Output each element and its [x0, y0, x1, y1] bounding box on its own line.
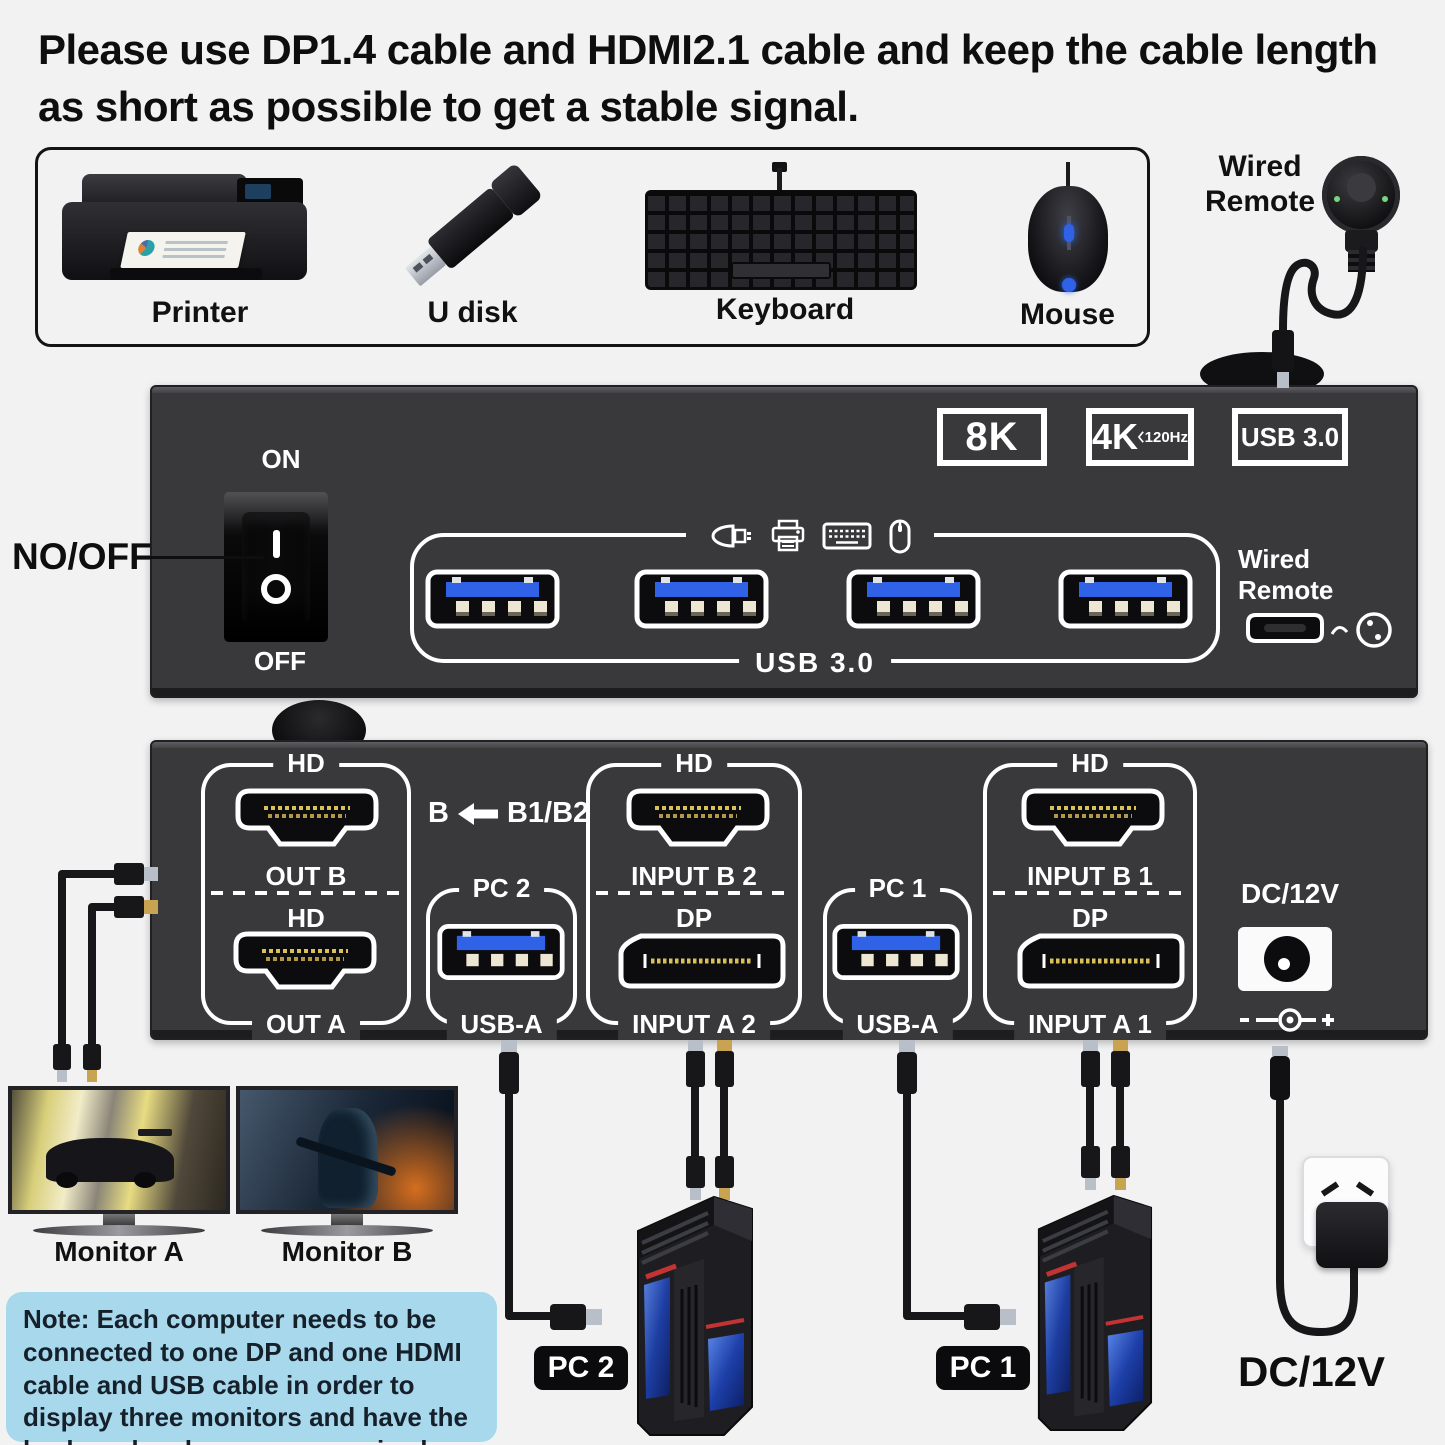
pc1-usb-label: USB-A	[842, 1009, 953, 1040]
routing-label: B B1/B2	[428, 797, 590, 829]
page-title: Please use DP1.4 cable and HDMI2.1 cable…	[38, 26, 1378, 130]
usb-port-pc2	[437, 924, 565, 980]
out-group-bracket: HD OUT B HD OUT A	[201, 748, 411, 1040]
input1-divider	[993, 891, 1187, 895]
note-box: Note: Each computer needs to be connecte…	[6, 1292, 497, 1445]
input-b1-hd-label: HD	[1057, 748, 1123, 779]
input-a2-dp-label: DP	[675, 903, 713, 933]
switch-off-label: OFF	[254, 646, 306, 676]
hdmi-port-out-b	[235, 788, 379, 847]
input-b2-hd-label: HD	[661, 748, 727, 779]
dc-port-label: DC/12V	[1240, 878, 1340, 909]
remote-button-icon	[1322, 156, 1400, 234]
input-a1-label: INPUT A 1	[1014, 1009, 1166, 1040]
mouse-icon	[889, 519, 911, 554]
printer-icon	[771, 519, 805, 552]
pc1-group-bracket: PC 1 USB-A	[823, 873, 972, 1040]
wired-remote-icon	[1330, 612, 1392, 648]
input-a1-dp-label: DP	[1071, 903, 1109, 933]
usb-group-label: USB 3.0	[739, 647, 891, 679]
usb-disk-image	[390, 162, 560, 295]
pc1-tower-image	[1037, 1194, 1153, 1432]
mouse-image	[1026, 162, 1110, 292]
chevron-left-icon	[1138, 431, 1144, 443]
keyboard-label: Keyboard	[715, 293, 855, 326]
power-on-mark	[273, 530, 280, 558]
out-a-hd-label: HD	[287, 903, 325, 933]
device-icons-row	[686, 513, 934, 559]
power-switch	[224, 492, 328, 642]
out-b-hd-label: HD	[273, 748, 339, 779]
monitor-a-image	[8, 1086, 230, 1241]
printer-image	[52, 158, 317, 293]
pc2-badge: PC 2	[534, 1346, 628, 1390]
pc2-label: PC 2	[458, 873, 545, 904]
udisk-label: U disk	[427, 296, 518, 329]
power-callout: NO/OFF	[12, 536, 152, 577]
mouse-label: Mouse	[1019, 298, 1115, 331]
usb-group-bracket: USB 3.0	[410, 513, 1220, 679]
monitor-b-label: Monitor B	[281, 1236, 413, 1267]
power-off-mark	[261, 574, 291, 604]
keyboard-icon	[822, 522, 872, 550]
out-a-label: OUT A	[252, 1009, 360, 1040]
keyboard-image	[645, 162, 917, 292]
usb3-port-2	[634, 569, 769, 629]
switch-on-label: ON	[261, 444, 301, 474]
dp-port-input-a2	[618, 933, 786, 989]
power-adapter-image	[1316, 1202, 1388, 1268]
pc2-usb-label: USB-A	[446, 1009, 557, 1040]
input1-group-bracket: HD INPUT B 1 DP INPUT A 1	[983, 748, 1197, 1040]
pc2-tower-image	[637, 1195, 753, 1436]
input-b1-label: INPUT B 1	[1027, 861, 1153, 891]
usb-disk-icon	[711, 524, 751, 548]
power-rocker	[242, 512, 310, 624]
hdmi-port-out-a	[233, 931, 377, 990]
usb3-port-4	[1058, 569, 1193, 629]
usb3-port-1	[425, 569, 560, 629]
input-a2-label: INPUT A 2	[618, 1009, 770, 1040]
monitor-b-image	[236, 1086, 458, 1241]
micro-usb-port	[1246, 613, 1324, 643]
monitor-a-label: Monitor A	[54, 1236, 184, 1267]
dc-power-jack	[1238, 927, 1332, 991]
out-divider	[211, 891, 401, 895]
power-callout-line	[142, 556, 264, 559]
pc2-group-bracket: PC 2 USB-A	[426, 873, 577, 1040]
input2-divider	[596, 891, 792, 895]
hdmi-port-input-b2	[626, 788, 770, 847]
printer-label: Printer	[151, 296, 249, 329]
usb-port-pc1	[832, 924, 960, 980]
dc-polarity-icon	[1240, 1008, 1334, 1032]
out-b-label: OUT B	[265, 861, 347, 891]
badge-4k-120hz: 4K 120Hz	[1086, 408, 1194, 466]
arrow-left-icon	[457, 802, 498, 825]
devices-box	[35, 147, 1150, 347]
wired-remote-label-top: Wired Remote	[1204, 150, 1316, 218]
pc1-label: PC 1	[854, 873, 941, 904]
hdmi-port-input-b1	[1021, 788, 1165, 847]
pc1-badge: PC 1	[936, 1346, 1030, 1390]
input2-group-bracket: HD INPUT B 2 DP INPUT A 2	[586, 748, 802, 1040]
wired-remote-label-panel: Wired Remote	[1238, 544, 1334, 606]
wired-remote-image	[1322, 156, 1402, 276]
dp-port-input-a1	[1017, 933, 1185, 989]
input-b2-label: INPUT B 2	[631, 861, 757, 891]
badge-8k: 8K	[937, 408, 1047, 466]
usb3-port-3	[846, 569, 981, 629]
dc-adapter-label: DC/12V	[1238, 1348, 1386, 1395]
badge-usb30: USB 3.0	[1232, 408, 1348, 466]
